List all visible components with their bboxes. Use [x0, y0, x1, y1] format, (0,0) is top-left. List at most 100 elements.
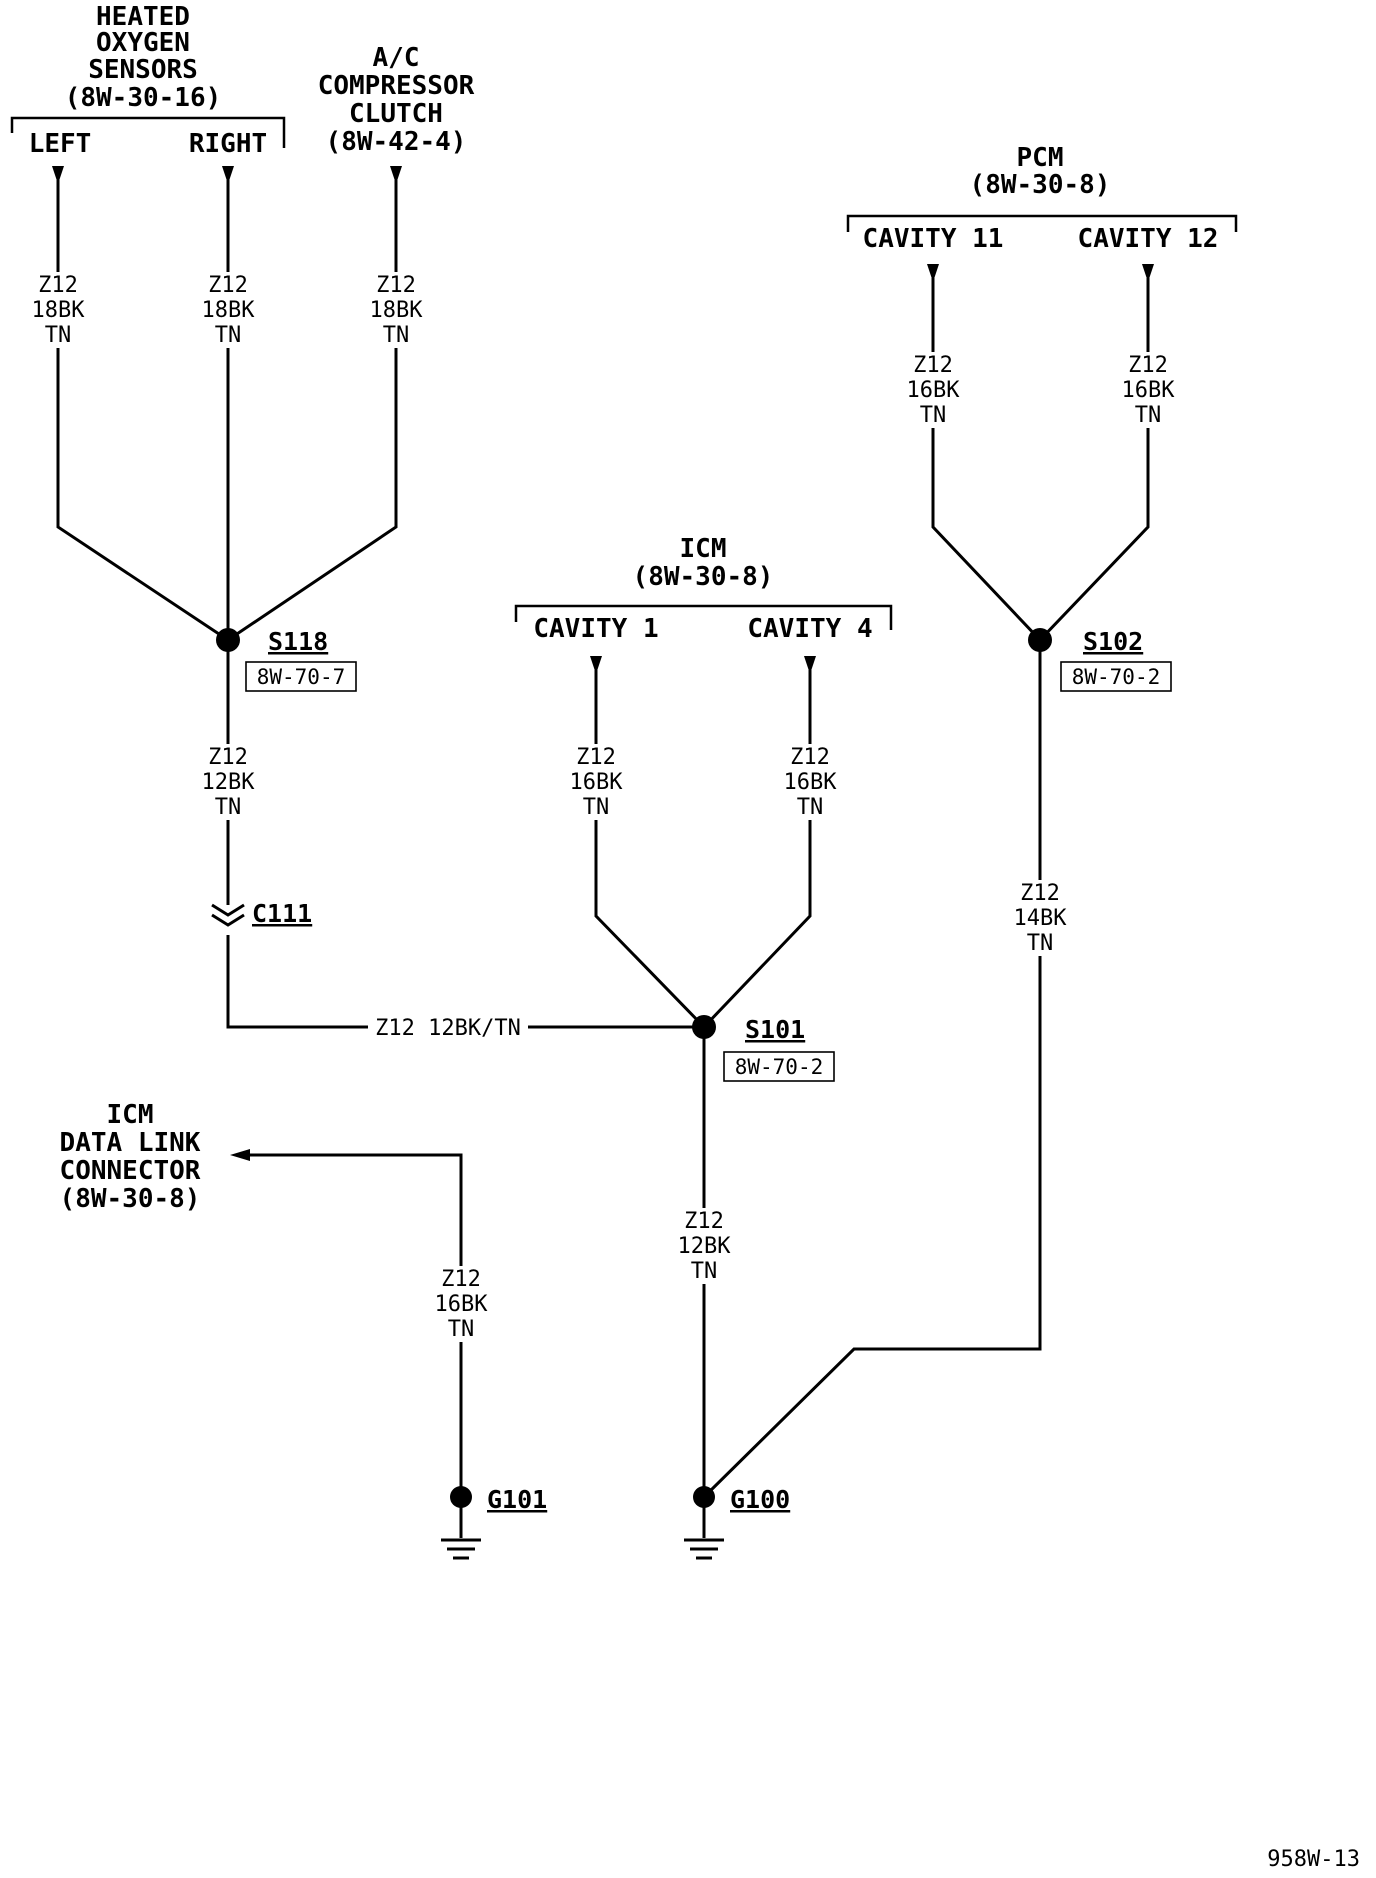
- icm-header: ICM (8W-30-8) CAVITY 1 CAVITY 4: [514, 534, 893, 644]
- wire-o2-left-color-2: 18BK: [32, 298, 86, 323]
- icm-title-line-1: ICM: [680, 534, 727, 564]
- splice-s118-ref-box: [245, 661, 357, 692]
- wire-ac-color-1: Z12: [376, 273, 416, 298]
- ground-g100-id: G100: [730, 1485, 790, 1514]
- wire-o2-left-color-3: TN: [45, 323, 72, 348]
- connector-c111-lower-chevron-icon: [211, 913, 245, 927]
- dlc-terminal-icon: [230, 1149, 250, 1161]
- wire-s118-color-3: TN: [215, 795, 242, 820]
- pcm-cavity-12-label: CAVITY 12: [1078, 224, 1219, 254]
- wire-dlc-g101: [238, 1153, 463, 1497]
- wire-o2-left: [56, 180, 229, 642]
- terminal-arrows: [52, 166, 1154, 1161]
- connector-c111-id: C111: [252, 899, 312, 928]
- wire-icm-cav4: [702, 670, 812, 1029]
- icm-cav1-terminal-icon: [590, 656, 602, 674]
- wire-pcm11-color-2: 16BK: [907, 378, 961, 403]
- wire-o2-left-color-1: Z12: [38, 273, 78, 298]
- wires: [56, 180, 1150, 1499]
- wire-s101-color-2: 12BK: [678, 1234, 732, 1259]
- icm-connector-bracket: [514, 604, 893, 630]
- wire-labels: Z12 18BK TN Z12 18BK TN Z12 18BK TN Z12 …: [32, 272, 1176, 1342]
- figure-id: 958W-13: [1267, 1847, 1360, 1872]
- wire-s102-g100: [702, 640, 1042, 1499]
- wire-o2-right-color-1: Z12: [208, 273, 248, 298]
- splice-s101-ref: 8W-70-2: [735, 1055, 824, 1079]
- ac-clutch-terminal-icon: [390, 166, 402, 184]
- splice-s102-ref: 8W-70-2: [1072, 665, 1161, 689]
- wire-o2-right-color-3: TN: [215, 323, 242, 348]
- ac-title-line-1: A/C: [373, 43, 420, 73]
- pcm-title-line-2: (8W-30-8): [970, 170, 1111, 200]
- ground-g101: G101: [441, 1485, 547, 1560]
- pcm-header: PCM (8W-30-8) CAVITY 11 CAVITY 12: [846, 143, 1238, 254]
- wire-icm1-color-2: 16BK: [570, 770, 624, 795]
- wire-pcm12-color-2: 16BK: [1122, 378, 1176, 403]
- icm-cavity-1-label: CAVITY 1: [533, 614, 658, 644]
- connector-c111-upper-chevron-icon: [211, 903, 245, 917]
- splice-dot: [692, 1015, 716, 1039]
- splice-s101: S101 8W-70-2: [692, 1015, 835, 1082]
- splice-s102-id: S102: [1083, 627, 1143, 656]
- wire-icm1-color-3: TN: [583, 795, 610, 820]
- dlc-title-line-3: CONNECTOR: [60, 1156, 201, 1186]
- icm-data-link-connector-header: ICM DATA LINK CONNECTOR (8W-30-8): [60, 1100, 201, 1214]
- pcm-cav11-terminal-icon: [927, 264, 939, 282]
- o2-title-line-3: SENSORS: [88, 55, 198, 85]
- icm-cav4-terminal-icon: [804, 656, 816, 674]
- wire-dlc-color-3: TN: [448, 1317, 475, 1342]
- splice-dot: [216, 628, 240, 652]
- wire-s118-color-1: Z12: [208, 745, 248, 770]
- wire-ac-clutch: [227, 180, 398, 642]
- ground-g101-id: G101: [487, 1485, 547, 1514]
- wire-o2-right-color-2: 18BK: [202, 298, 256, 323]
- o2-left-label: LEFT: [29, 129, 92, 159]
- ground-g100-icon: [684, 1538, 724, 1560]
- splice-s118-ref: 8W-70-7: [257, 665, 346, 689]
- o2-title-line-4: (8W-30-16): [65, 83, 222, 113]
- splice-s101-ref-box: [723, 1051, 835, 1082]
- splice-s102: S102 8W-70-2: [1028, 627, 1172, 692]
- wire-pcm12-color-1: Z12: [1128, 353, 1168, 378]
- splice-s118: S118 8W-70-7: [216, 627, 357, 692]
- ground-g100: G100: [684, 1485, 790, 1560]
- splice-s102-ref-box: [1060, 661, 1172, 692]
- pcm-title-line-1: PCM: [1017, 143, 1064, 173]
- ac-title-line-4: (8W-42-4): [326, 127, 467, 157]
- wire-icm1-color-1: Z12: [576, 745, 616, 770]
- wire-pcm11-color-1: Z12: [913, 353, 953, 378]
- o2-title-line-1: HEATED: [96, 2, 190, 32]
- connector-c111: C111: [211, 899, 312, 928]
- wire-s102-color-2: 14BK: [1014, 906, 1068, 931]
- ground-g101-icon: [441, 1538, 481, 1560]
- icm-title-line-2: (8W-30-8): [633, 562, 774, 592]
- dlc-title-line-2: DATA LINK: [60, 1128, 201, 1158]
- wire-s101-color-3: TN: [691, 1259, 718, 1284]
- pcm-cavity-11-label: CAVITY 11: [863, 224, 1004, 254]
- splice-dot: [1028, 628, 1052, 652]
- wire-s102-color-1: Z12: [1020, 881, 1060, 906]
- heated-oxygen-sensors-header: HEATED OXYGEN SENSORS (8W-30-16) LEFT RI…: [10, 2, 286, 159]
- wire-icm4-color-1: Z12: [790, 745, 830, 770]
- wire-icm4-color-3: TN: [797, 795, 824, 820]
- wire-c111-s101-label: Z12 12BK/TN: [375, 1016, 521, 1041]
- wire-pcm-cav11: [931, 278, 1042, 642]
- o2-left-terminal-icon: [52, 166, 64, 184]
- icm-cavity-4-label: CAVITY 4: [747, 614, 872, 644]
- o2-title-line-2: OXYGEN: [96, 28, 190, 58]
- ac-title-line-2: COMPRESSOR: [318, 71, 475, 101]
- wire-ac-color-3: TN: [383, 323, 410, 348]
- wire-pcm-cav12: [1038, 278, 1150, 642]
- wire-s101-color-1: Z12: [684, 1209, 724, 1234]
- wire-s118-color-2: 12BK: [202, 770, 256, 795]
- wire-pcm12-color-3: TN: [1135, 403, 1162, 428]
- dlc-title-line-4: (8W-30-8): [60, 1184, 201, 1214]
- o2-right-label: RIGHT: [189, 129, 267, 159]
- pcm-connector-bracket: [846, 214, 1238, 232]
- wire-dlc-color-1: Z12: [441, 1267, 481, 1292]
- ac-compressor-clutch-header: A/C COMPRESSOR CLUTCH (8W-42-4): [318, 43, 475, 157]
- splice-s118-id: S118: [268, 627, 328, 656]
- ac-title-line-3: CLUTCH: [349, 99, 443, 129]
- wire-icm-cav1: [594, 670, 706, 1029]
